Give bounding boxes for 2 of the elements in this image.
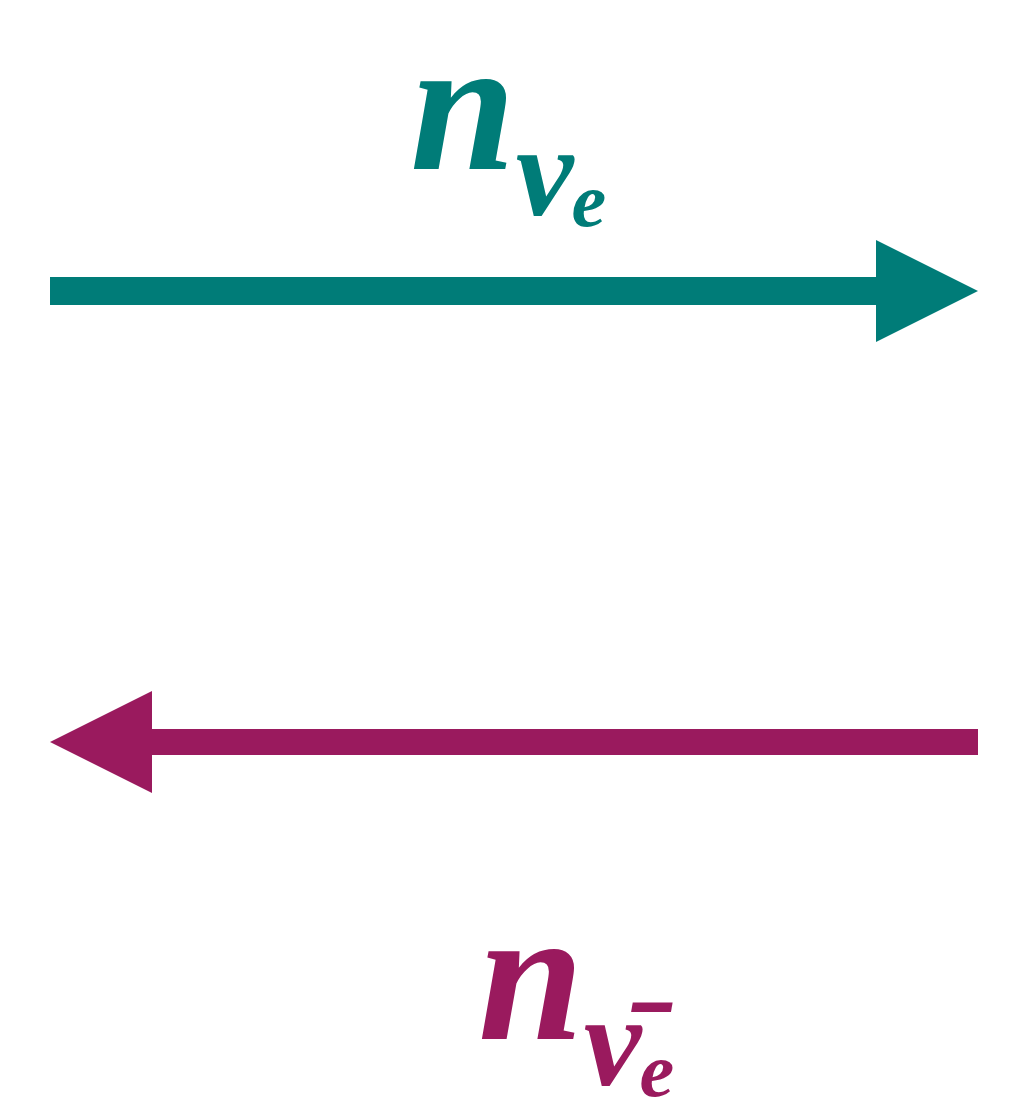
math-label: n$_{νₑ}$ (410, 10, 610, 236)
math-label: n$_{ν̄ₑ}$ (478, 880, 678, 1106)
